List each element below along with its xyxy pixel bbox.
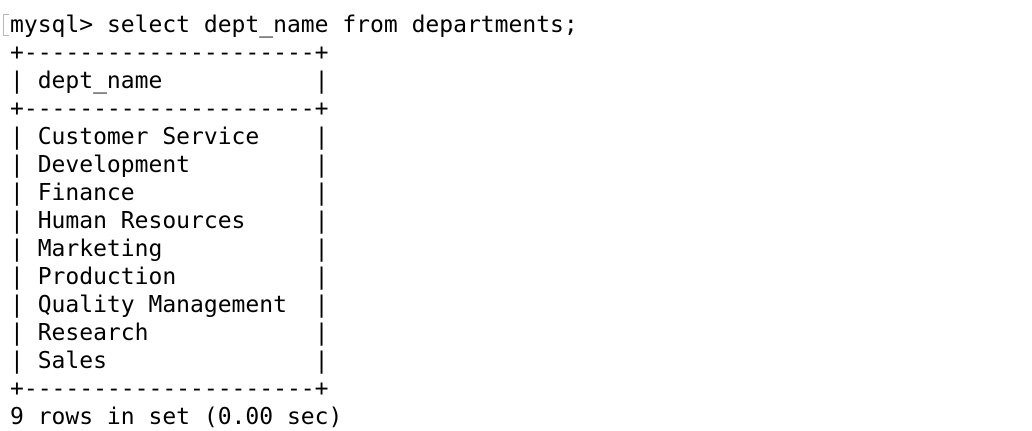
table-row: | Sales |	[10, 348, 329, 374]
table-row: | Customer Service |	[10, 124, 329, 150]
table-border-top: +---------------------+	[10, 40, 329, 66]
table-border-middle: +---------------------+	[10, 96, 329, 122]
command-line[interactable]: mysql> select dept_name from departments…	[10, 11, 1032, 39]
table-header: | dept_name |	[10, 68, 329, 94]
table-border-bottom: +---------------------+	[10, 376, 329, 402]
table-row: | Human Resources |	[10, 208, 329, 234]
result-summary: 9 rows in set (0.00 sec)	[10, 404, 343, 430]
table-row: | Quality Management |	[10, 292, 329, 318]
selection-bracket-icon	[3, 14, 9, 36]
table-row: | Production |	[10, 264, 329, 290]
table-row: | Finance |	[10, 180, 329, 206]
table-row: | Research |	[10, 320, 329, 346]
command-text: select dept_name from departments;	[106, 12, 578, 38]
prompt: mysql>	[10, 12, 107, 38]
table-row: | Development |	[10, 152, 329, 178]
table-row: | Marketing |	[10, 236, 329, 262]
